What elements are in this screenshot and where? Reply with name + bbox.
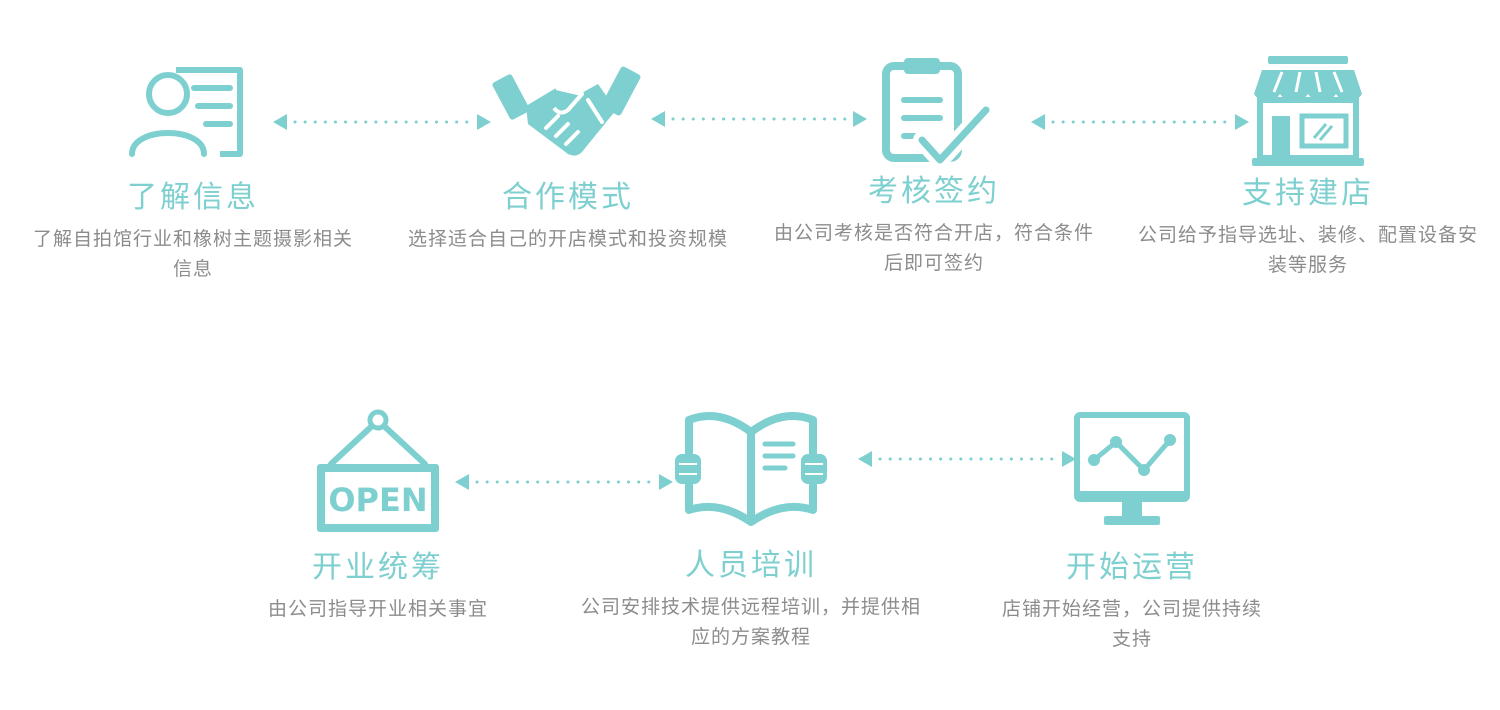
step-start-operation: 开始运营 店铺开始经营，公司提供持续支持: [994, 412, 1270, 654]
connector-arrow: [651, 111, 867, 127]
monitor-chart-icon: [1074, 412, 1190, 525]
connector-arrow: [273, 114, 491, 130]
step-understand-info: 了解信息 了解自拍馆行业和橡树主题摄影相关信息: [28, 64, 358, 284]
connector-arrow: [455, 474, 673, 490]
step-title: 开始运营: [1066, 550, 1198, 585]
step-title: 了解信息: [127, 180, 259, 215]
step-title: 考核签约: [868, 174, 1000, 209]
step-description: 店铺开始经营，公司提供持续支持: [1001, 598, 1262, 650]
step-title: 合作模式: [502, 180, 634, 215]
step-review-sign: 考核签约 由公司考核是否符合开店，符合条件后即可签约: [764, 56, 1104, 278]
open-sign-icon: OPEN: [317, 409, 439, 532]
step-staff-training: 人员培训 公司安排技术提供远程培训，并提供相应的方案教程: [576, 410, 926, 652]
open-book-icon: [675, 412, 827, 526]
step-description: 公司给予指导选址、装修、配置设备安装等服务: [1138, 224, 1479, 276]
step-description: 由公司考核是否符合开店，符合条件后即可签约: [773, 222, 1094, 274]
step-description: 了解自拍馆行业和橡树主题摄影相关信息: [32, 228, 353, 280]
handshake-icon: [492, 66, 641, 156]
id-card-icon: [129, 67, 243, 157]
step-opening-plan: OPEN 开业统筹 由公司指导开业相关事宜: [218, 409, 538, 624]
connector-arrow: [1031, 114, 1249, 130]
step-title: 支持建店: [1242, 176, 1374, 211]
connector-arrow: [858, 451, 1076, 467]
step-cooperation-mode: 合作模式 选择适合自己的开店模式和投资规模: [398, 64, 738, 254]
step-store-support: 支持建店 公司给予指导选址、装修、配置设备安装等服务: [1138, 56, 1478, 280]
step-description: 由公司指导开业相关事宜: [267, 598, 488, 620]
open-sign-text: OPEN: [328, 481, 427, 519]
step-description: 选择适合自己的开店模式和投资规模: [407, 228, 728, 250]
step-title: 开业统筹: [312, 550, 444, 585]
clipboard-check-icon: [882, 58, 995, 169]
step-title: 人员培训: [685, 548, 817, 583]
step-description: 公司安排技术提供远程培训，并提供相应的方案教程: [580, 596, 921, 648]
storefront-icon: [1252, 56, 1364, 166]
